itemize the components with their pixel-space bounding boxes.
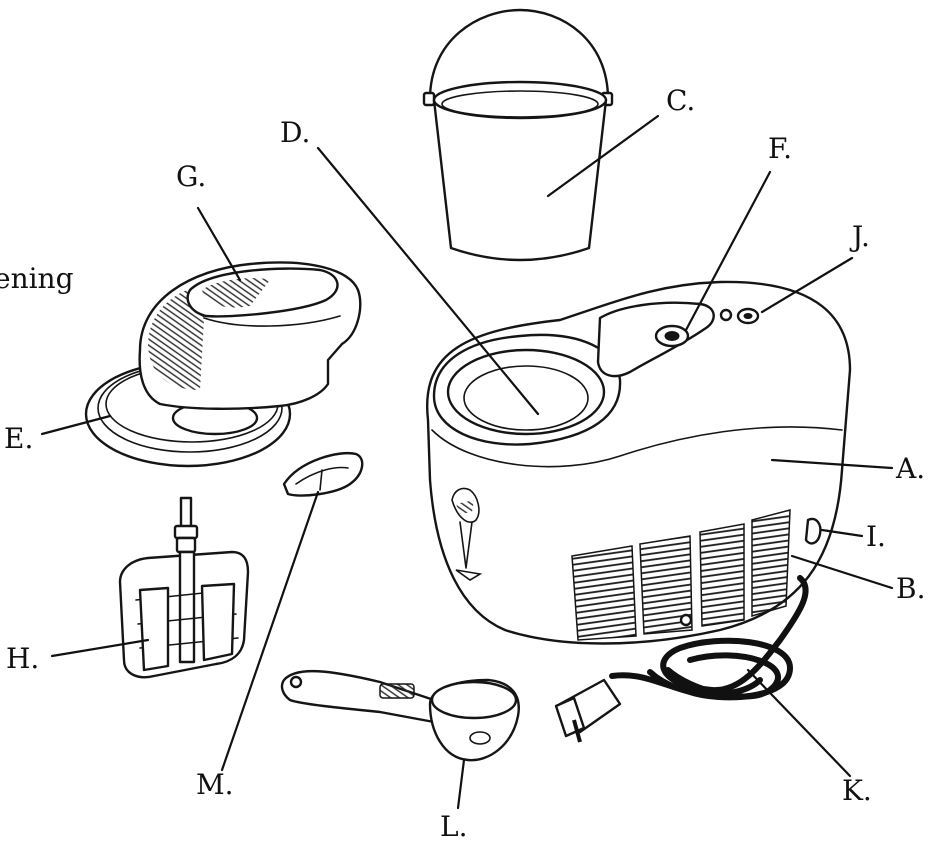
label-C: C.	[666, 84, 695, 117]
power-cord	[554, 575, 809, 743]
appliance-body	[425, 280, 852, 645]
spatula	[282, 452, 364, 497]
paddle	[118, 496, 250, 679]
label-L: L.	[440, 810, 468, 843]
label-I: I.	[866, 520, 886, 553]
fragment-text: ening	[0, 262, 74, 295]
label-E: E.	[4, 422, 33, 455]
removable-bowl	[422, 8, 614, 262]
leader-lines	[40, 114, 894, 810]
on-off-switch	[804, 517, 822, 545]
safety-switch	[719, 307, 760, 325]
label-A: A.	[895, 452, 925, 485]
label-G: G.	[176, 160, 206, 193]
label-K: K.	[842, 774, 872, 807]
sundae-logo	[451, 487, 483, 581]
label-H: H.	[6, 642, 39, 675]
label-F: F.	[768, 132, 792, 165]
lid-with-motor	[84, 261, 362, 468]
ice-cream-scoop	[280, 669, 520, 762]
label-J: J.	[849, 220, 870, 253]
drive-shaft-socket	[654, 324, 690, 348]
label-M: M.	[196, 768, 234, 801]
air-vents	[571, 509, 791, 641]
label-D: D.	[280, 116, 310, 149]
label-B: B.	[896, 572, 925, 605]
freezing-chamber	[432, 333, 622, 446]
labels: ening A. B. C. D. E. F. G. H. I. J. K. L…	[0, 84, 925, 843]
